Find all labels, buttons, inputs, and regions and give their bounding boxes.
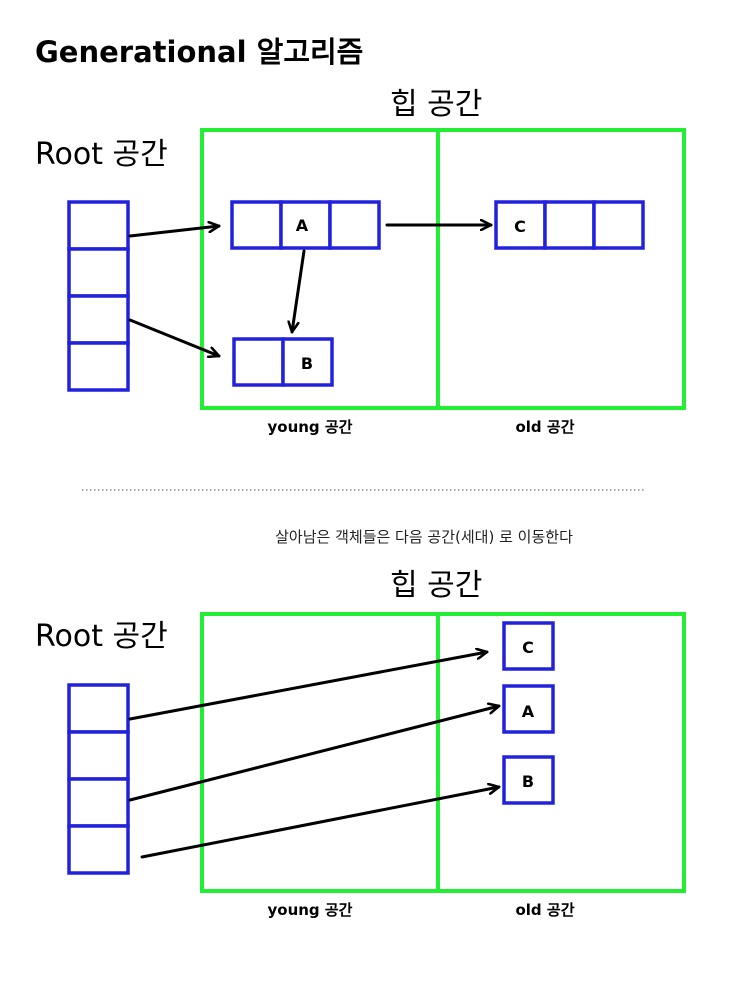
heap-label: 힙 공간 — [390, 568, 482, 603]
old-region — [436, 128, 686, 410]
object-cell — [279, 200, 332, 250]
arrow-root-to-a — [128, 706, 501, 802]
arrow-root-to-b — [128, 318, 221, 356]
root-slot — [67, 777, 130, 828]
root-stack — [67, 683, 130, 875]
old-region — [436, 612, 686, 893]
young-label: young 공간 — [267, 901, 352, 919]
object-c: C — [494, 200, 645, 250]
object-cell — [502, 684, 555, 734]
heap-label: 힙 공간 — [390, 87, 482, 122]
object-a-label: A — [296, 216, 309, 235]
arrow-root-to-b — [140, 787, 501, 859]
object-cell — [328, 200, 381, 250]
root-slot — [67, 341, 130, 392]
root-label: Root 공간 — [35, 619, 168, 654]
arrow-root-to-a — [128, 226, 221, 238]
arrow-root-to-c — [128, 652, 489, 721]
object-b-label: B — [301, 354, 313, 373]
root-stack — [67, 200, 130, 392]
object-cell — [230, 200, 283, 250]
object-c-label: C — [514, 217, 526, 236]
young-label: young 공간 — [267, 418, 352, 436]
object-c: C — [502, 621, 555, 671]
root-slot — [67, 730, 130, 781]
object-cell — [232, 337, 285, 387]
old-label: old 공간 — [515, 418, 574, 436]
object-b: B — [502, 755, 555, 805]
root-slot — [67, 247, 130, 298]
root-label: Root 공간 — [35, 137, 168, 172]
root-slot — [67, 200, 130, 251]
object-cell — [592, 200, 645, 250]
caption: 살아남은 객체들은 다음 공간(세대) 로 이동한다 — [275, 528, 573, 546]
object-cell — [502, 755, 555, 805]
object-b-label: B — [522, 772, 534, 791]
page-title: Generational 알고리즘 — [35, 35, 363, 69]
root-slot — [67, 824, 130, 875]
before-diagram: 힙 공간 Root 공간 A B C — [35, 87, 686, 436]
object-c-label: C — [522, 638, 534, 657]
object-a: A — [230, 200, 381, 250]
root-slot — [67, 683, 130, 734]
object-cell — [543, 200, 596, 250]
object-a: A — [502, 684, 555, 734]
after-diagram: 힙 공간 Root 공간 C A B young 공간 old 공간 — [35, 568, 686, 919]
object-b: B — [232, 337, 334, 387]
old-label: old 공간 — [515, 901, 574, 919]
arrow-a-to-b — [292, 249, 306, 334]
object-cell — [281, 337, 334, 387]
object-a-label: A — [522, 702, 535, 721]
object-cell — [502, 621, 555, 671]
root-slot — [67, 294, 130, 345]
